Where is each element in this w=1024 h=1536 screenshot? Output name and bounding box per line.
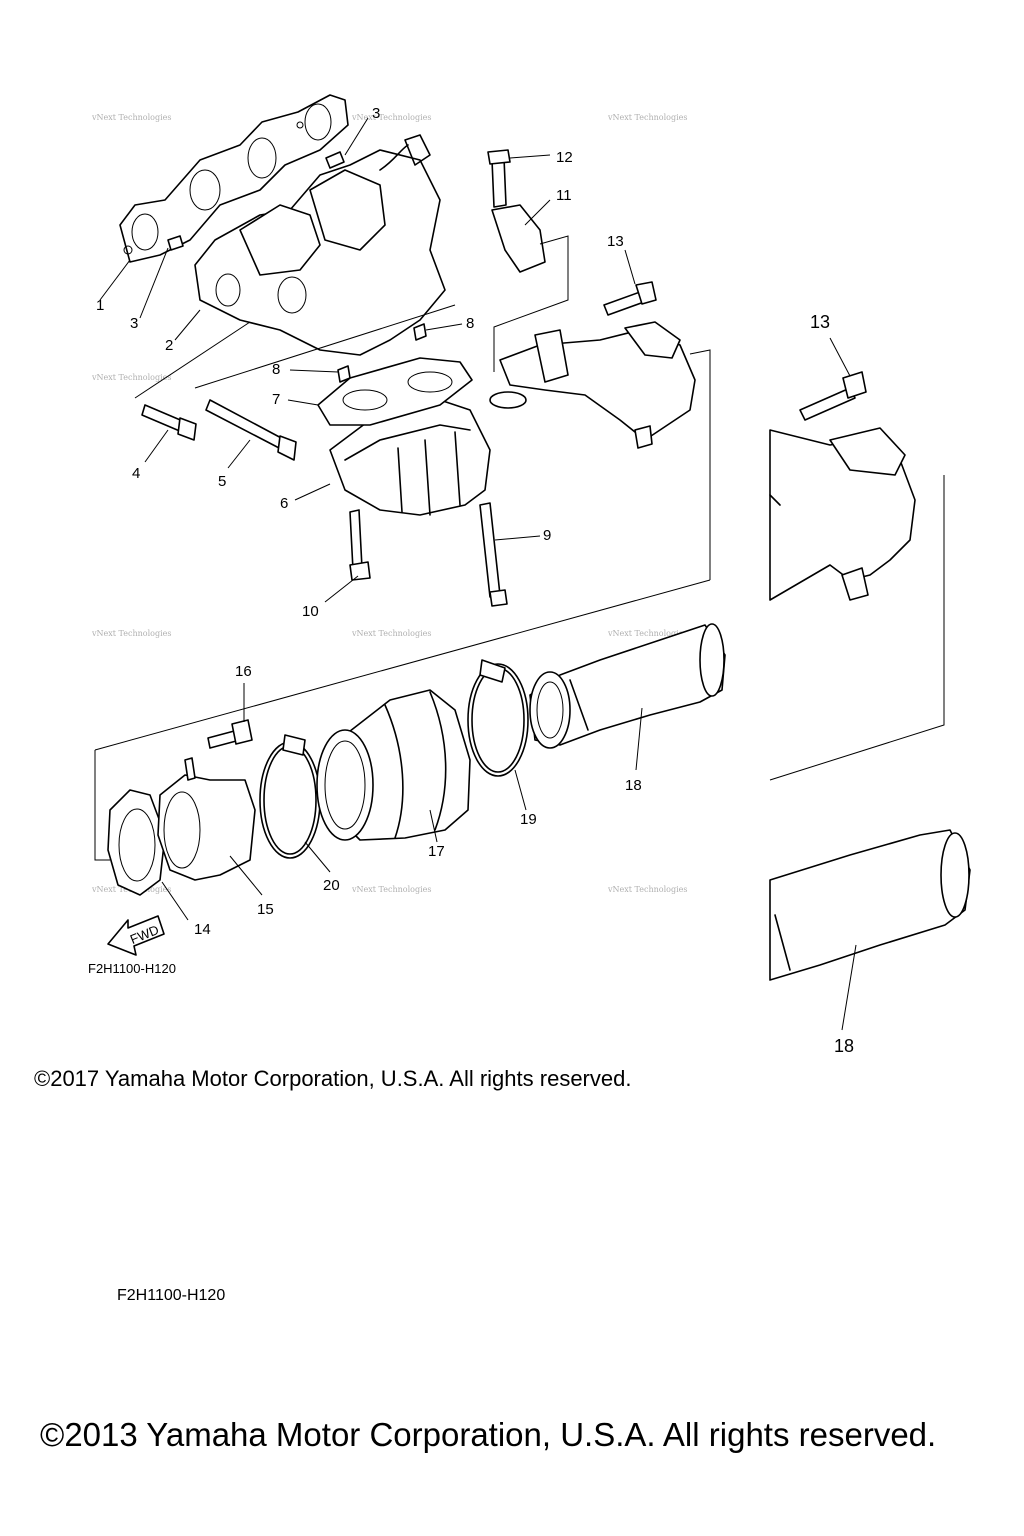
watermark: vNext Technologies xyxy=(607,629,687,638)
bolts xyxy=(141,149,867,749)
callout-13: 13 xyxy=(607,233,624,250)
callout-8: 8 xyxy=(272,361,280,378)
diagram-code-bottom: F2H1100-H120 xyxy=(117,1287,225,1304)
part-exhaust-manifold-2 xyxy=(194,134,446,356)
part-pipe-upper-bracket xyxy=(489,321,696,449)
callout-4: 4 xyxy=(132,465,140,482)
diagram-code-top: F2H1100-H120 xyxy=(88,961,176,976)
fwd-arrow-icon: FWD xyxy=(107,915,165,956)
callout-18-enlarged: 18 xyxy=(834,1036,854,1056)
copyright-2017: ©2017 Yamaha Motor Corporation, U.S.A. A… xyxy=(34,1066,632,1091)
part-pipe-18-enlarged xyxy=(769,829,971,981)
watermark: vNext Technologies xyxy=(91,113,171,122)
watermark: vNext Technologies xyxy=(607,885,687,894)
part-exhaust-chamber-6 xyxy=(329,399,491,516)
part-clamp-20 xyxy=(259,734,321,859)
watermark: vNext Technologies xyxy=(351,885,431,894)
part-rubber-hose-17 xyxy=(316,689,471,841)
callout-2: 2 xyxy=(165,337,173,354)
part-gasket-1 xyxy=(119,94,349,263)
watermarks: vNext Technologies vNext Technologies vN… xyxy=(91,113,687,894)
part-joint-15 xyxy=(157,757,256,881)
callout-15: 15 xyxy=(257,901,274,918)
callout-11: 11 xyxy=(556,187,572,204)
callout-14: 14 xyxy=(194,921,211,938)
callout-3: 3 xyxy=(372,105,380,122)
watermark: vNext Technologies xyxy=(91,629,171,638)
callout-8: 8 xyxy=(466,315,474,332)
leader-lines xyxy=(94,117,945,1031)
callout-18: 18 xyxy=(625,777,642,794)
callout-3: 3 xyxy=(130,315,138,332)
part-clamp-19 xyxy=(467,659,529,777)
part-gasket-7 xyxy=(317,357,473,426)
callout-7: 7 xyxy=(272,391,280,408)
callout-20: 20 xyxy=(323,877,340,894)
watermark: vNext Technologies xyxy=(607,113,687,122)
watermark: vNext Technologies xyxy=(351,629,431,638)
part-flange-gasket-14 xyxy=(107,789,166,896)
callout-13-enlarged: 13 xyxy=(810,312,830,332)
callout-10: 10 xyxy=(302,603,319,620)
copyright-2013: ©2013 Yamaha Motor Corporation, U.S.A. A… xyxy=(40,1416,937,1453)
part-bracket-11 xyxy=(491,204,546,273)
callouts: 1 2 3 3 4 5 6 7 8 8 9 10 11 12 13 13 14 … xyxy=(96,105,854,1056)
callout-16: 16 xyxy=(235,663,252,680)
callout-9: 9 xyxy=(543,527,551,544)
callout-17: 17 xyxy=(428,843,445,860)
callout-1: 1 xyxy=(96,297,104,314)
callout-19: 19 xyxy=(520,811,537,828)
watermark: vNext Technologies xyxy=(91,373,171,382)
callout-12: 12 xyxy=(556,149,573,166)
callout-6: 6 xyxy=(280,495,288,512)
watermark: vNext Technologies xyxy=(351,113,431,122)
part-pipe-18 xyxy=(529,623,726,749)
part-pipe-enlarged xyxy=(769,427,916,601)
callout-5: 5 xyxy=(218,473,226,490)
